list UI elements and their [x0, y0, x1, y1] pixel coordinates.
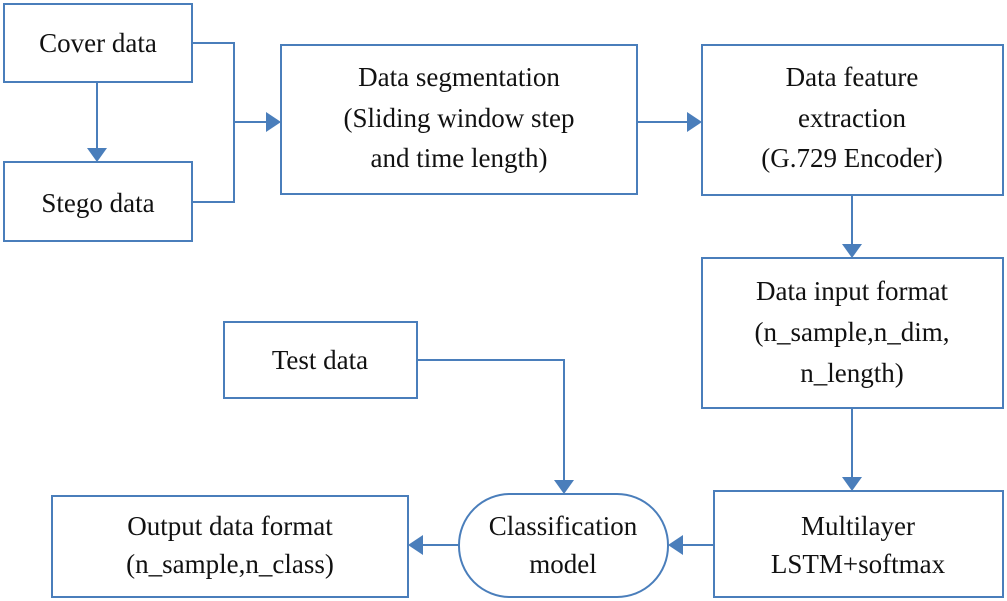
input-format-line-1: Data input format: [756, 276, 948, 306]
node-test-data: Test data: [223, 321, 418, 399]
connector-test-to-classifier: [417, 359, 565, 480]
arrowhead-into-output: [408, 535, 423, 555]
arrowhead-into-stego: [87, 148, 107, 162]
node-multilayer-lstm: Multilayer LSTM+softmax: [713, 490, 1004, 598]
stego-data-label: Stego data: [41, 188, 154, 218]
arrowhead-into-segmentation: [266, 112, 281, 132]
feature-line-2: extraction: [798, 103, 906, 133]
node-cover-data: Cover data: [3, 3, 193, 83]
node-classification-model: Classification model: [458, 493, 669, 598]
node-data-input-format: Data input format (n_sample,n_dim, n_len…: [701, 257, 1004, 409]
segmentation-line-1: Data segmentation: [358, 62, 560, 92]
connector-cover-to-merge: [192, 42, 235, 122]
cover-data-label: Cover data: [39, 28, 157, 58]
lstm-line-2: LSTM+softmax: [771, 549, 946, 579]
feature-line-1: Data feature: [786, 62, 919, 92]
connectors: [87, 42, 862, 555]
output-line-1: Output data format: [127, 511, 333, 541]
classifier-line-1: Classification: [489, 511, 638, 541]
arrowhead-into-input-format: [842, 244, 862, 258]
feature-line-3: (G.729 Encoder): [761, 143, 942, 173]
segmentation-line-3: and time length): [371, 143, 548, 173]
arrowhead-into-classifier-top: [554, 480, 574, 494]
output-line-2: (n_sample,n_class): [126, 549, 334, 579]
input-format-line-2: (n_sample,n_dim,: [755, 317, 950, 347]
test-data-label: Test data: [272, 345, 368, 375]
arrowhead-into-lstm: [842, 477, 862, 491]
node-data-segmentation: Data segmentation (Sliding window step a…: [280, 44, 638, 195]
segmentation-line-2: (Sliding window step: [343, 103, 574, 133]
node-stego-data: Stego data: [3, 161, 193, 242]
classifier-line-2: model: [529, 549, 597, 579]
node-output-data-format: Output data format (n_sample,n_class): [51, 495, 409, 598]
node-feature-extraction: Data feature extraction (G.729 Encoder): [701, 44, 1004, 196]
arrowhead-into-feature: [687, 112, 702, 132]
arrowhead-into-classifier: [668, 535, 683, 555]
input-format-line-3: n_length): [800, 358, 903, 388]
connector-stego-to-merge: [192, 122, 235, 203]
lstm-line-1: Multilayer: [801, 511, 915, 541]
